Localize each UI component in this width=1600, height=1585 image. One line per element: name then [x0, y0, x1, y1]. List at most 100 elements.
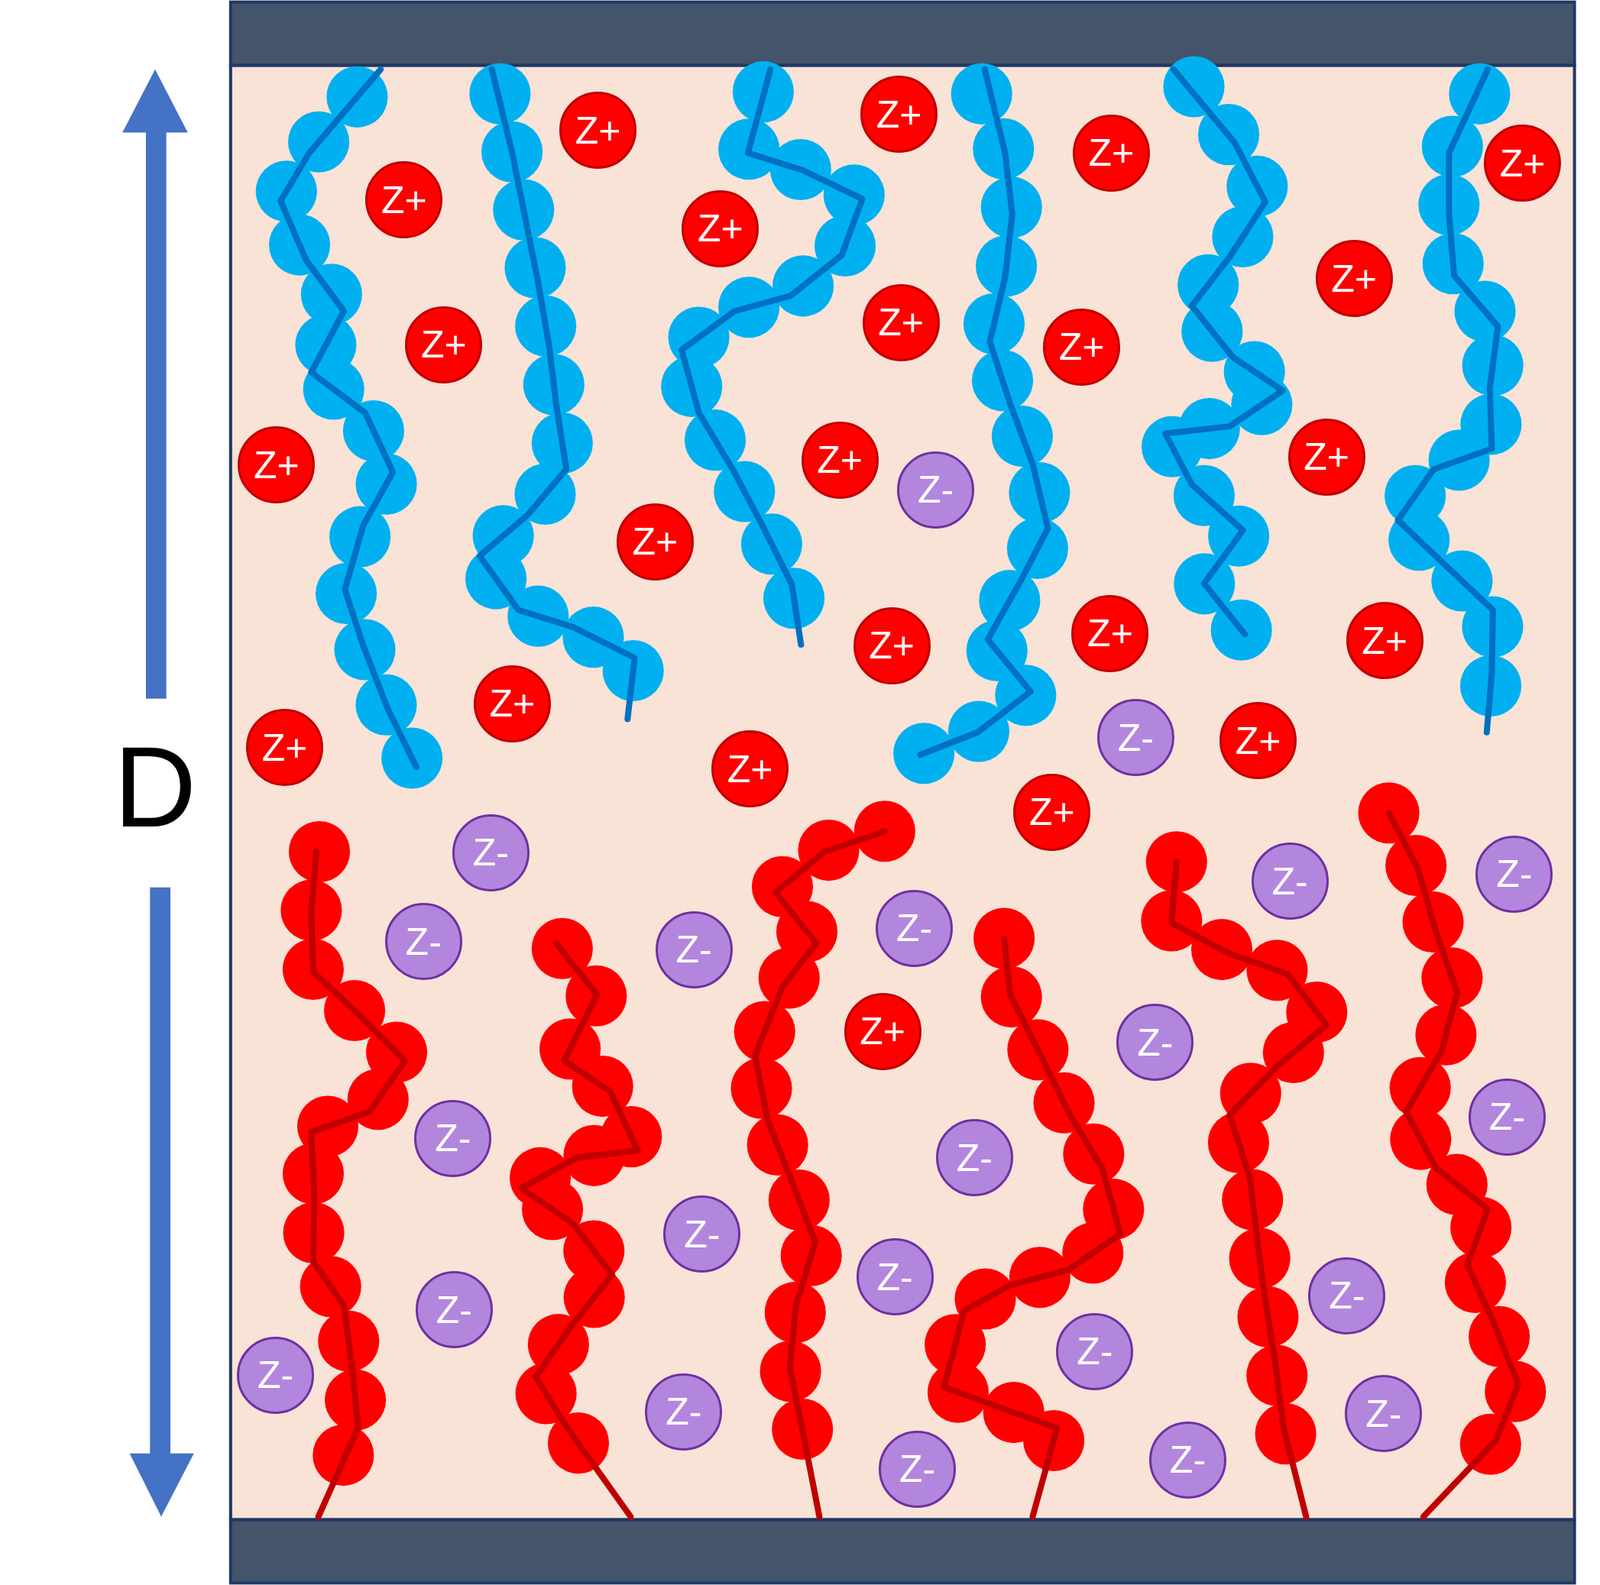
- anion-circle: Z-: [856, 1238, 934, 1316]
- ion-label: Z-: [405, 923, 442, 962]
- cation-circle: Z+: [559, 91, 637, 169]
- ion-label: Z-: [1117, 719, 1154, 758]
- top-plate: [230, 2, 1575, 66]
- red-brush-chains: [310, 812, 1519, 1517]
- cation-circle: Z+: [1483, 124, 1562, 202]
- arrow-head: [122, 69, 188, 133]
- cation-circle: Z+: [616, 503, 694, 581]
- ion-label: Z-: [1271, 862, 1308, 901]
- anion-circle: Z-: [663, 1195, 741, 1273]
- anion-circle: Z-: [1468, 1078, 1546, 1157]
- ion-label: Z+: [876, 95, 923, 134]
- backbone: [754, 831, 885, 1517]
- ion-label: Z-: [1169, 1441, 1206, 1480]
- ion-label: Z+: [262, 728, 308, 768]
- ion-label: Z-: [1489, 1097, 1526, 1137]
- ion-label: Z-: [896, 909, 933, 948]
- ion-label: Z-: [436, 1291, 473, 1330]
- cation-circle: Z+: [237, 426, 315, 504]
- cation-circle: Z+: [862, 284, 940, 362]
- ion-label: Z-: [1365, 1395, 1402, 1434]
- bead-chain: [754, 831, 885, 1486]
- ion-label: Z-: [1076, 1332, 1113, 1371]
- backbone: [681, 69, 862, 645]
- blue-brush-chains: [280, 69, 1498, 768]
- ion-label: Z-: [899, 1450, 936, 1489]
- ion-label: Z+: [727, 750, 774, 789]
- ion-label: Z+: [1361, 621, 1408, 661]
- ion-label: Z-: [665, 1392, 702, 1432]
- cation-circle: Z+: [1288, 418, 1366, 496]
- bead-chain: [681, 91, 862, 645]
- anion-circle: Z-: [415, 1271, 493, 1349]
- ion-label: Z-: [917, 470, 954, 509]
- backbone: [521, 943, 638, 1517]
- anion-circle: Z-: [1251, 842, 1329, 920]
- anion-circle: Z-: [1308, 1257, 1386, 1335]
- anion-circle: Z-: [452, 814, 530, 892]
- anion-circle: Z-: [1149, 1421, 1227, 1500]
- ion-label: Z+: [697, 209, 744, 248]
- backbone: [943, 938, 1121, 1517]
- ion-label: Z+: [1059, 327, 1105, 366]
- backbone: [1165, 69, 1283, 635]
- bead-chain: [920, 93, 1049, 755]
- ion-label: Z-: [956, 1139, 993, 1178]
- cation-circle: Z+: [1042, 308, 1121, 386]
- ion-label: Z+: [1087, 614, 1134, 653]
- cation-circle: Z+: [365, 161, 443, 239]
- anion-circle: Z-: [1116, 1004, 1194, 1082]
- ion-label: Z+: [859, 1012, 906, 1051]
- ion-label: Z-: [676, 930, 713, 969]
- anion-circle: Z-: [875, 890, 953, 968]
- anion-circle: Z-: [1097, 699, 1175, 777]
- distance-label: D: [113, 729, 197, 845]
- cation-circle: Z+: [853, 607, 931, 685]
- ion-label: Z+: [868, 626, 915, 665]
- anion-circle: Z-: [878, 1431, 956, 1509]
- ion-label: Z-: [434, 1119, 471, 1158]
- cation-circle: Z+: [1072, 114, 1150, 192]
- ion-label: Z+: [421, 325, 467, 364]
- ion-label: Z-: [1496, 855, 1532, 894]
- cation-circle: Z+: [860, 75, 938, 153]
- bottom-plate: [230, 1520, 1575, 1584]
- solvent-gap: [230, 64, 1575, 1520]
- ion-label: Z+: [1499, 144, 1546, 183]
- ion-label: Z-: [877, 1258, 914, 1297]
- blue-backbones: [280, 69, 1498, 768]
- cation-circle: Z+: [246, 709, 324, 787]
- ion-label: Z+: [1303, 437, 1350, 477]
- bead-chain: [943, 938, 1121, 1490]
- arrow-head: [129, 1454, 195, 1518]
- cation-circle: Z+: [1013, 774, 1091, 852]
- cation-circle: Z+: [1315, 239, 1393, 318]
- anion-circle: Z-: [936, 1119, 1014, 1197]
- ion-label: Z+: [816, 440, 863, 480]
- arrow-shaft: [149, 887, 171, 1460]
- anion-circle: Z-: [655, 911, 733, 989]
- anion-circle: Z-: [1055, 1313, 1134, 1391]
- cation-circle: Z+: [1219, 702, 1297, 780]
- blue-beads: [280, 86, 1498, 768]
- cation-circle: Z+: [681, 190, 759, 268]
- ion-label: Z+: [489, 684, 536, 723]
- ion-label: Z+: [575, 111, 622, 150]
- anion-circle: Z-: [1475, 835, 1553, 914]
- red-backbones: [310, 812, 1519, 1517]
- ion-label: Z+: [631, 522, 678, 561]
- anion-circle: Z-: [644, 1373, 723, 1452]
- cation-circle: Z+: [473, 665, 551, 743]
- ion-label: Z+: [1235, 722, 1282, 761]
- cation-circle: Z+: [801, 421, 879, 499]
- anion-circle: Z-: [385, 903, 463, 981]
- cation-circle: Z+: [1071, 595, 1149, 673]
- backbone: [1171, 861, 1327, 1517]
- ion-label: Z-: [472, 833, 509, 872]
- ion-label: Z+: [1088, 133, 1134, 172]
- ion-label: Z+: [1331, 259, 1377, 298]
- cation-circle: Z+: [711, 730, 789, 808]
- ion-label: Z-: [683, 1215, 720, 1254]
